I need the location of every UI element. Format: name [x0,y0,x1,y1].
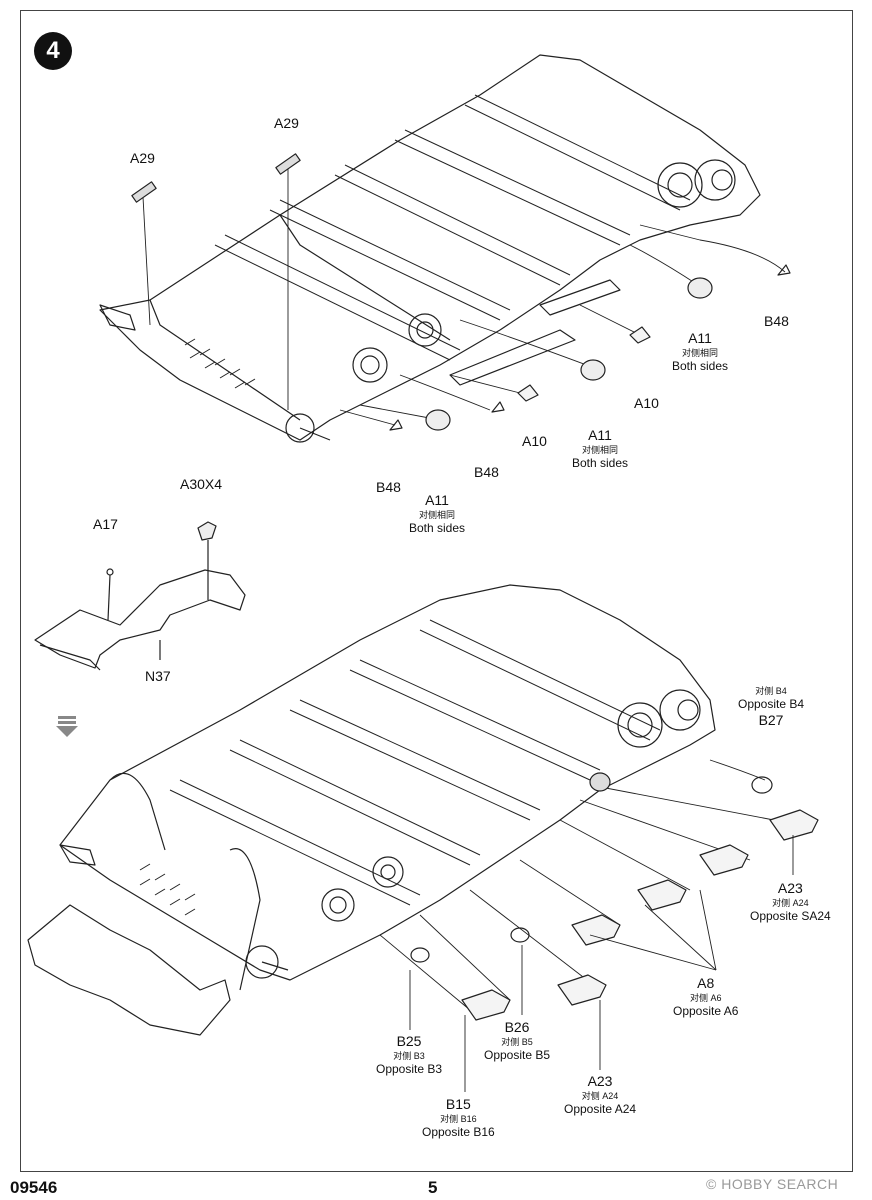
part-note-en: Both sides [672,359,729,373]
label-a23-right: A23 对侧 A24 Opposite SA24 [750,880,831,924]
label-n37: N37 [145,668,171,684]
down-arrow-icon [56,716,78,737]
track-guard-drawing [34,521,246,671]
part-code: B15 [445,1096,471,1112]
label-a23-bottom: A23 对侧 A24 Opposite A24 [564,1073,636,1117]
part-code: B26 [504,1019,530,1035]
label-a10-right: A10 [634,395,659,411]
label-b27: 对侧 B4 Opposite B4 B27 [738,684,804,728]
part-note-cn: 对侧 B5 [501,1037,533,1047]
part-note-cn: 对侧 A24 [581,1091,619,1101]
label-a29-right: A29 [274,115,299,131]
part-note-en: Opposite B3 [376,1062,443,1076]
part-note-en: Opposite B5 [484,1048,551,1062]
part-note-cn: 对侧 A6 [689,993,722,1003]
label-a10-mid: A10 [522,433,547,449]
page-border [20,10,853,1172]
part-note-en: Opposite B16 [422,1125,495,1139]
label-b48-mid: B48 [474,464,499,480]
label-a11-top-right: A11 对侧相同 Both sides [672,330,728,374]
part-note-cn: 对侧相同 [419,510,456,520]
part-note-en: Opposite A6 [673,1004,739,1018]
step-number-badge: 4 [34,32,72,70]
part-code: A11 [688,330,712,346]
page-number: 5 [428,1178,438,1197]
part-note-cn: 对侧相同 [582,445,619,455]
label-a30x4: A30X4 [180,476,223,492]
part-note-en: Opposite A24 [564,1102,637,1116]
label-b25: B25 对侧 B3 Opposite B3 [376,1033,442,1077]
part-note-cn: 对侧 B3 [393,1051,425,1061]
part-note-en: Both sides [409,521,466,535]
lower-hull-drawing [27,584,819,1092]
part-code: A23 [587,1073,613,1089]
label-b48-top-right: B48 [764,313,789,329]
part-code: A11 [588,427,612,443]
part-note-cn: 对侧 B4 [755,686,787,696]
label-b15: B15 对侧 B16 Opposite B16 [422,1096,495,1140]
part-note-en: Opposite SA24 [750,909,831,923]
part-code: A23 [777,880,803,896]
label-b48-left: B48 [376,479,401,495]
part-note-cn: 对侧相同 [682,348,719,358]
watermark: © HOBBY SEARCH [706,1176,839,1192]
part-note-cn: 对侧 B16 [440,1114,477,1124]
label-a11-mid: A11 对侧相同 Both sides [572,427,628,471]
label-a29-left: A29 [130,150,155,166]
label-b26: B26 对侧 B5 Opposite B5 [484,1019,550,1063]
kit-code: 09546 [10,1178,58,1197]
label-a17: A17 [93,516,118,532]
part-code: A11 [425,492,449,508]
label-a8: A8 对侧 A6 Opposite A6 [673,975,738,1019]
label-a11-bottom: A11 对侧相同 Both sides [409,492,465,536]
part-code: B27 [758,712,784,728]
part-note-cn: 对侧 A24 [772,898,809,908]
part-code: A8 [697,975,715,991]
part-note-en: Both sides [572,456,629,470]
part-note-en: Opposite B4 [738,697,805,711]
upper-hull-drawing [99,54,791,443]
part-code: B25 [396,1033,422,1049]
